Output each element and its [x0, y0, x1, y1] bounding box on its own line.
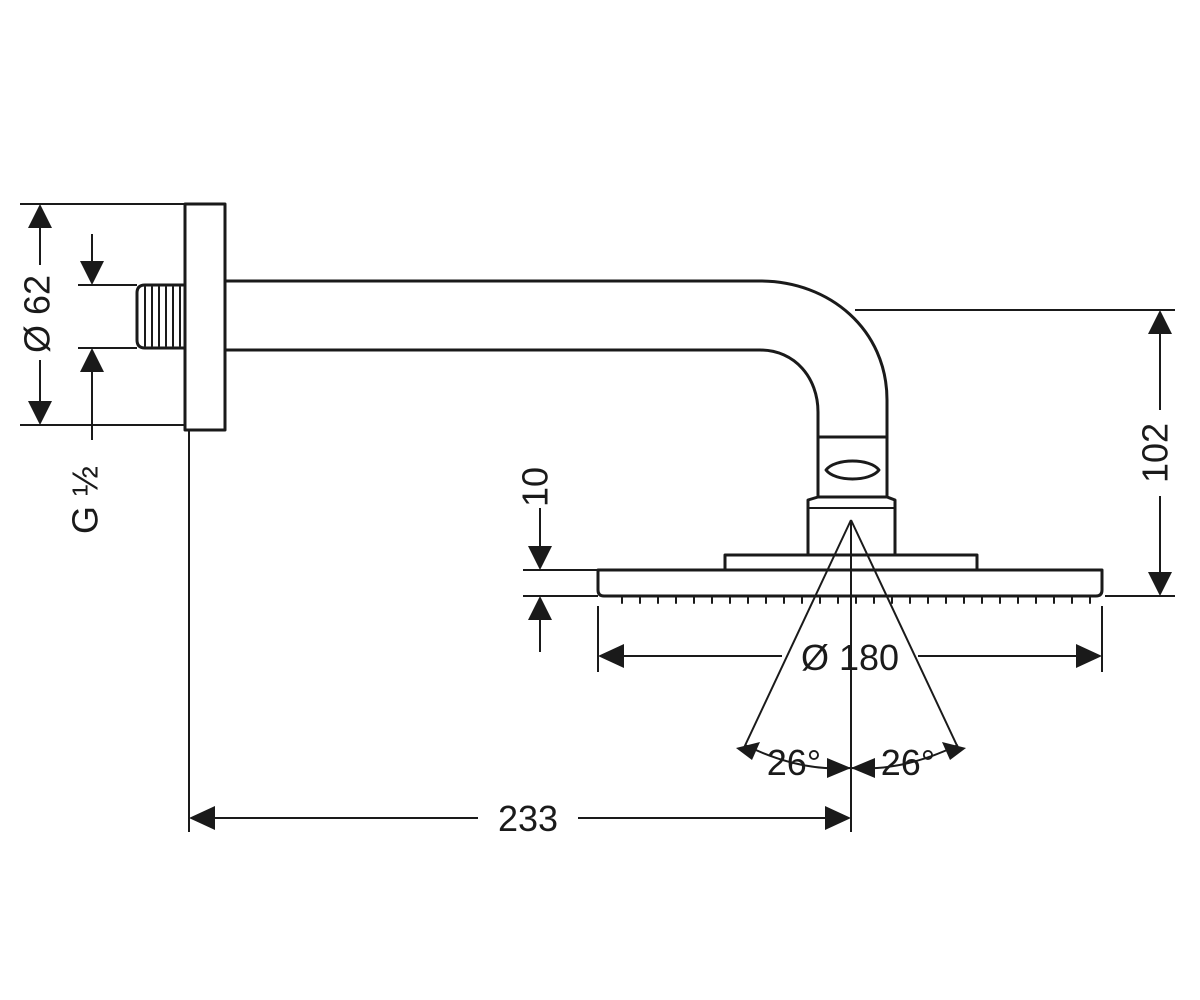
shower-arm — [223, 279, 897, 557]
plate-thickness-label: 10 — [515, 467, 556, 507]
drop-height-label: 102 — [1135, 423, 1176, 483]
spray-angle-dimension: 26° 26° — [736, 742, 966, 783]
head-diameter-label: Ø 180 — [801, 637, 899, 678]
drop-height-dimension: 102 — [1135, 310, 1176, 596]
head-diameter-dimension: Ø 180 — [598, 637, 1102, 678]
extension-lines — [20, 203, 1175, 832]
flange-diameter-label: Ø 62 — [17, 275, 58, 353]
thread-label: G ½ — [65, 466, 106, 534]
nozzle-row — [621, 596, 1091, 604]
arm-projection-label: 233 — [498, 798, 558, 839]
arm-projection-dimension: 233 — [189, 798, 851, 839]
plate-thickness-dimension: 10 — [515, 467, 556, 652]
flange-diameter-dimension: Ø 62 — [17, 204, 58, 425]
spray-angle-right-label: 26° — [881, 742, 935, 783]
wall-flange — [183, 202, 227, 432]
spray-angle-left-label: 26° — [767, 742, 821, 783]
threaded-connector — [135, 283, 187, 350]
thread-dimension: G ½ — [65, 234, 106, 534]
